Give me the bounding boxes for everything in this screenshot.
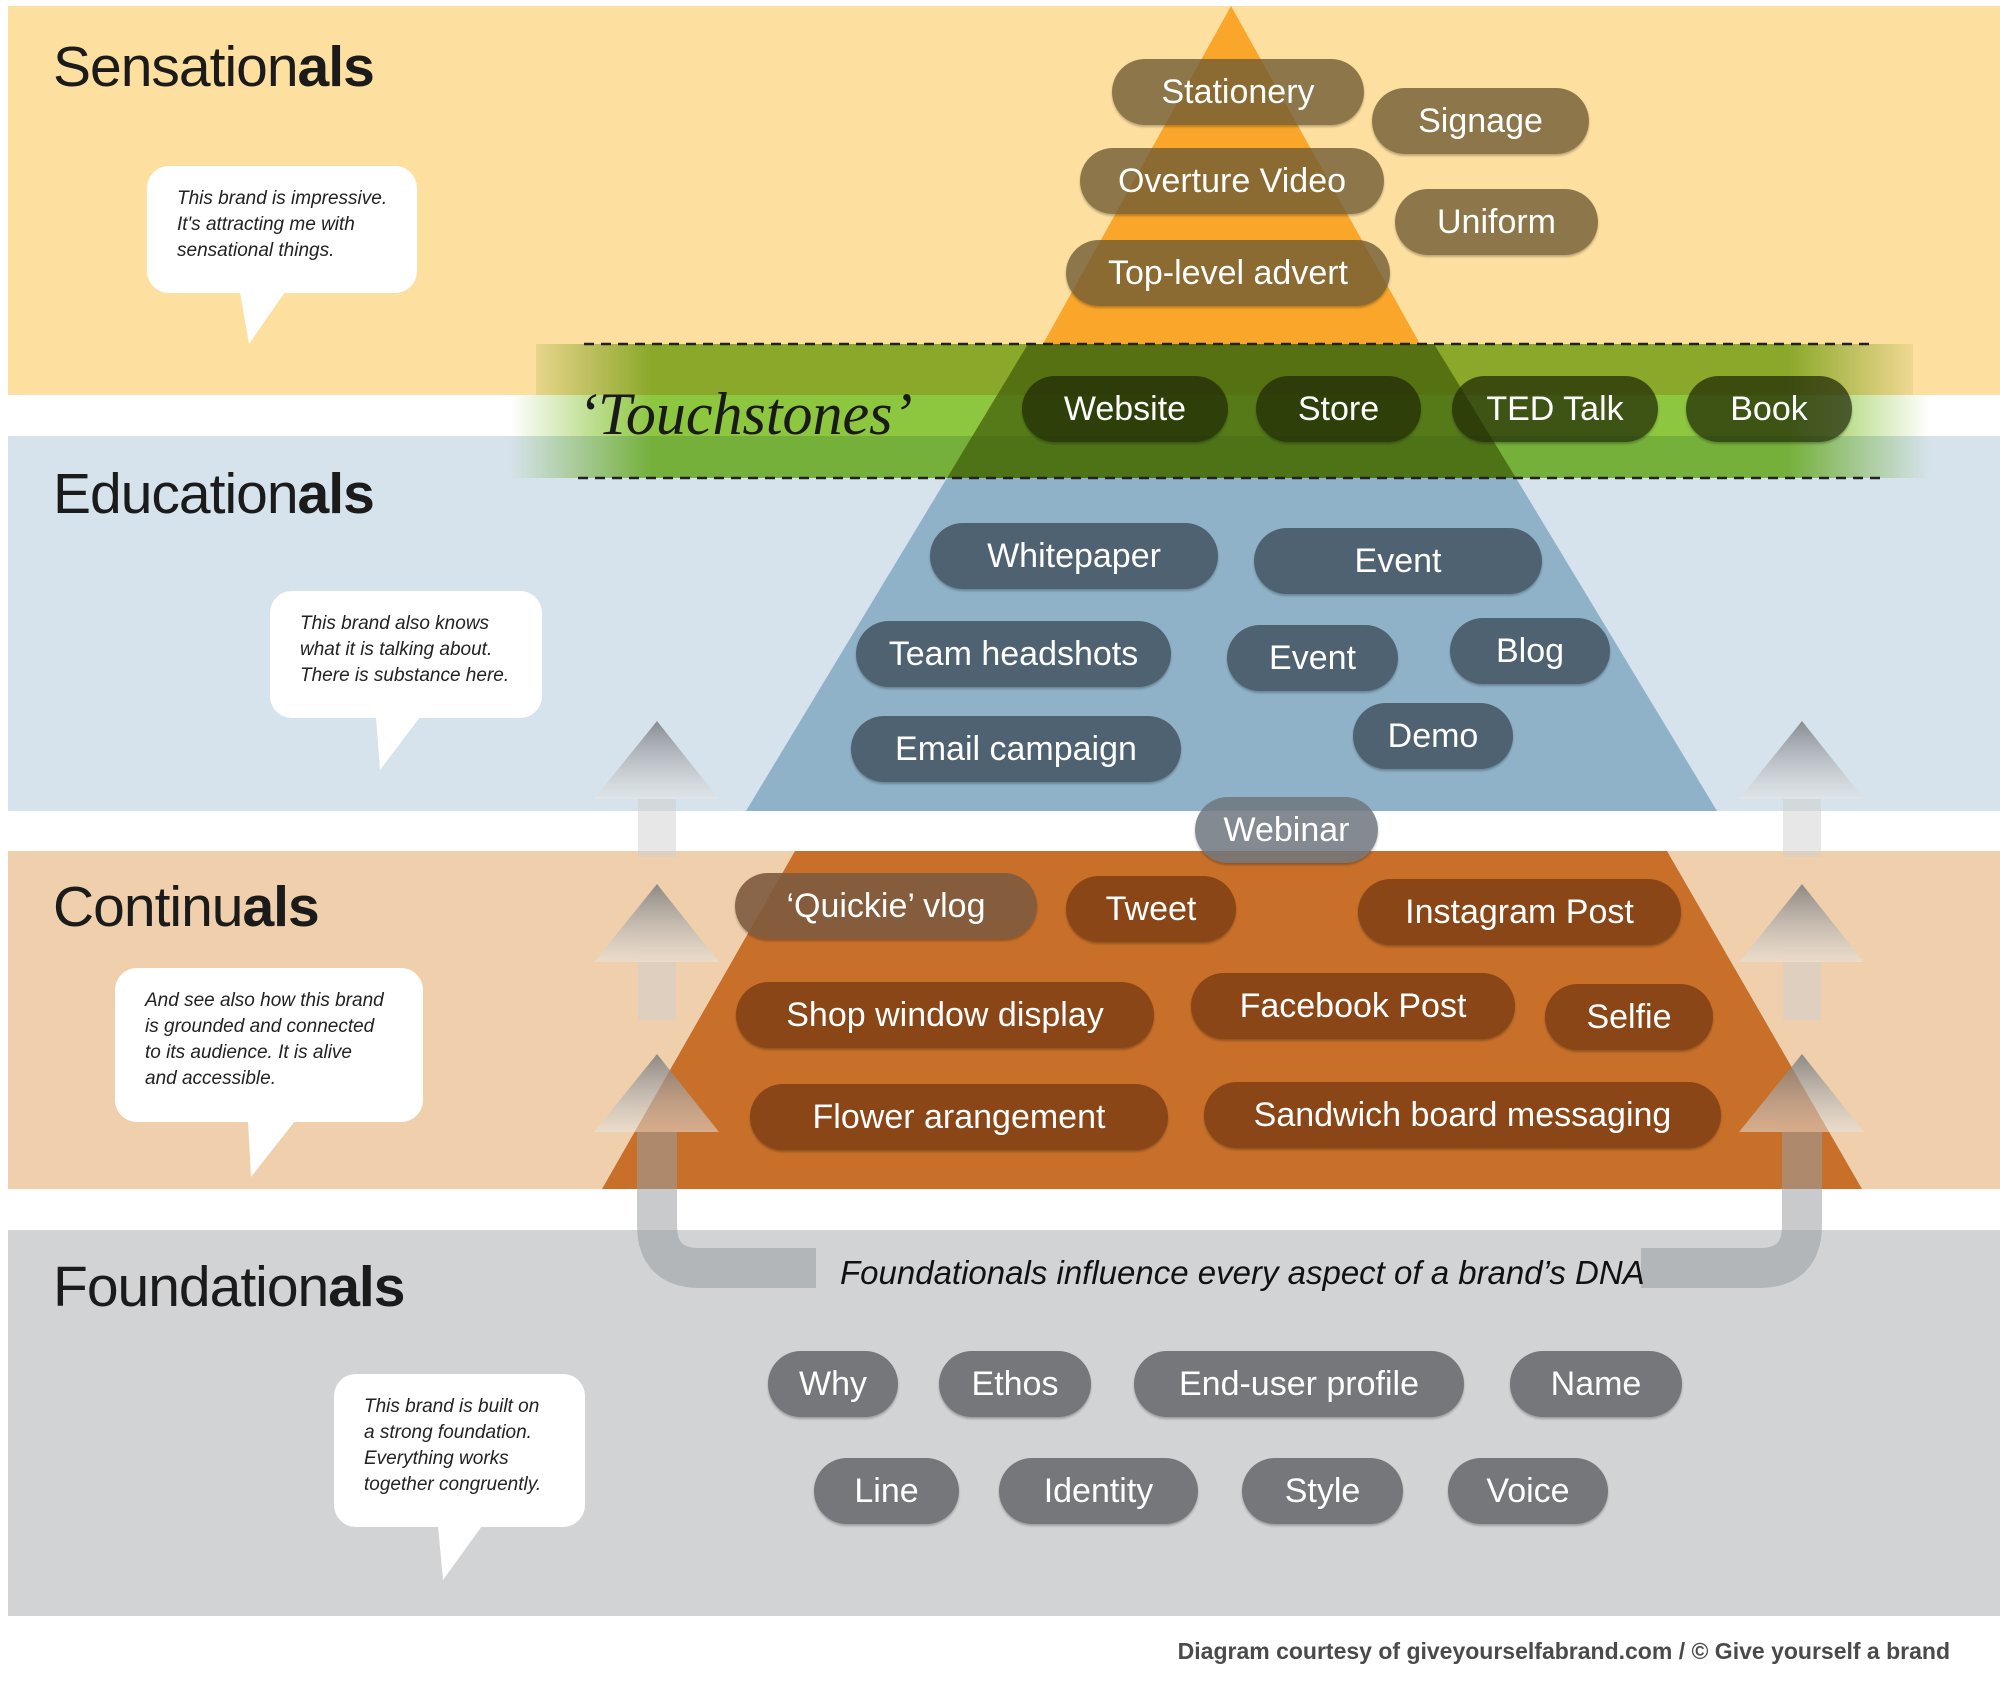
bubble-text-line: Everything works	[364, 1448, 509, 1469]
foundationals-caption: Foundationals influence every aspect of …	[840, 1254, 1645, 1291]
pill-foundationals-line: Line	[814, 1458, 959, 1524]
pill-sensationals-uniform: Uniform	[1395, 189, 1598, 255]
tier-title-foundationals: Foundationals	[53, 1255, 405, 1319]
pill-sensationals-overture-video: Overture Video	[1080, 148, 1384, 214]
pill-educationals-event: Event	[1227, 625, 1398, 691]
bubble-text-line: There is substance here.	[300, 665, 510, 686]
pill-foundationals-style: Style	[1242, 1458, 1403, 1524]
pill-continuals-tweet: Tweet	[1066, 876, 1236, 942]
up-arrow-icon	[594, 721, 719, 799]
pill-foundationals-name: Name	[1510, 1351, 1682, 1417]
bubble-tail	[376, 717, 420, 770]
bubble-text-line: to its audience. It is alive	[145, 1042, 352, 1063]
pill-continuals-instagram-post: Instagram Post	[1358, 879, 1681, 945]
tier-title-continuals: Continuals	[53, 875, 320, 939]
touchstones-label: ‘Touchstones’	[578, 381, 913, 447]
bubble-text-line: And see also how this brand	[145, 990, 384, 1011]
u-arrow-right	[1641, 1132, 1822, 1288]
bubble-text-line: and accessible.	[145, 1068, 276, 1089]
bubble-text-line: This brand is built on	[364, 1396, 540, 1417]
pill-foundationals-voice: Voice	[1448, 1458, 1608, 1524]
u-arrow-left	[637, 1132, 816, 1288]
bubble-text-line: It's attracting me with	[177, 214, 355, 235]
pill-touchstones-website: Website	[1022, 376, 1228, 442]
up-arrow-icon	[1739, 1054, 1864, 1132]
speech-bubble-foundationals: This brand is built on a strong foundatio…	[334, 1374, 585, 1527]
pill-educationals-demo: Demo	[1353, 703, 1513, 769]
pill-continuals-shop-window-display: Shop window display	[736, 982, 1154, 1048]
bubble-text-line: a strong foundation.	[364, 1422, 532, 1443]
up-arrow-icon	[594, 1054, 719, 1132]
bubble-text-line: together congruently.	[364, 1474, 542, 1495]
pill-continuals-sandwich-board-messaging: Sandwich board messaging	[1204, 1082, 1721, 1148]
pill-sensationals-stationery: Stationery	[1112, 59, 1364, 125]
bubble-text-line: This brand is impressive.	[177, 188, 388, 209]
tier-title-sensationals: Sensationals	[53, 35, 375, 99]
pill-educationals-blog: Blog	[1450, 618, 1610, 684]
up-arrow-icon	[1739, 884, 1864, 962]
pill-foundationals-ethos: Ethos	[939, 1351, 1091, 1417]
pill-educationals-email-campaign: Email campaign	[851, 716, 1181, 782]
pill-continuals-selfie: Selfie	[1545, 984, 1713, 1050]
pill-foundationals-why: Why	[768, 1351, 898, 1417]
pill-touchstones-book: Book	[1686, 376, 1852, 442]
pill-touchstones-ted-talk: TED Talk	[1452, 376, 1658, 442]
speech-bubble-educationals: This brand also knows what it is talking …	[270, 591, 542, 718]
pill-educationals-webinar: Webinar	[1195, 797, 1378, 863]
pill-touchstones-store: Store	[1256, 376, 1421, 442]
pill-sensationals-signage: Signage	[1372, 88, 1589, 154]
pill-educationals-event: Event	[1254, 528, 1542, 594]
bubble-text-line: is grounded and connected	[145, 1016, 375, 1037]
up-arrow-icon	[1739, 721, 1864, 799]
bubble-tail	[438, 1526, 482, 1580]
pill-educationals-team-headshots: Team headshots	[856, 621, 1171, 687]
bubble-tail	[248, 1121, 295, 1177]
speech-bubble-sensationals: This brand is impressive. It's attracting…	[147, 166, 417, 293]
pill-continuals-flower-arangement: Flower arangement	[750, 1084, 1168, 1150]
bubble-tail	[240, 292, 285, 344]
pill-sensationals-top-level-advert: Top-level advert	[1066, 240, 1390, 306]
pill-continuals-facebook-post: Facebook Post	[1191, 973, 1515, 1039]
tier-title-educationals: Educationals	[53, 462, 375, 526]
pill-continuals-quickie-vlog: ‘Quickie’ vlog	[735, 873, 1037, 939]
bubble-text-line: This brand also knows	[300, 613, 490, 634]
pill-foundationals-identity: Identity	[999, 1458, 1198, 1524]
pill-foundationals-end-user-profile: End-user profile	[1134, 1351, 1464, 1417]
up-arrow-icon	[594, 884, 719, 962]
footer-credit: Diagram courtesy of giveyourselfabrand.c…	[1177, 1638, 1950, 1664]
pill-educationals-whitepaper: Whitepaper	[930, 523, 1218, 589]
bubble-text-line: what it is talking about.	[300, 639, 493, 660]
bubble-text-line: sensational things.	[177, 240, 335, 261]
speech-bubble-continuals: And see also how this brand is grounded a…	[115, 968, 423, 1122]
